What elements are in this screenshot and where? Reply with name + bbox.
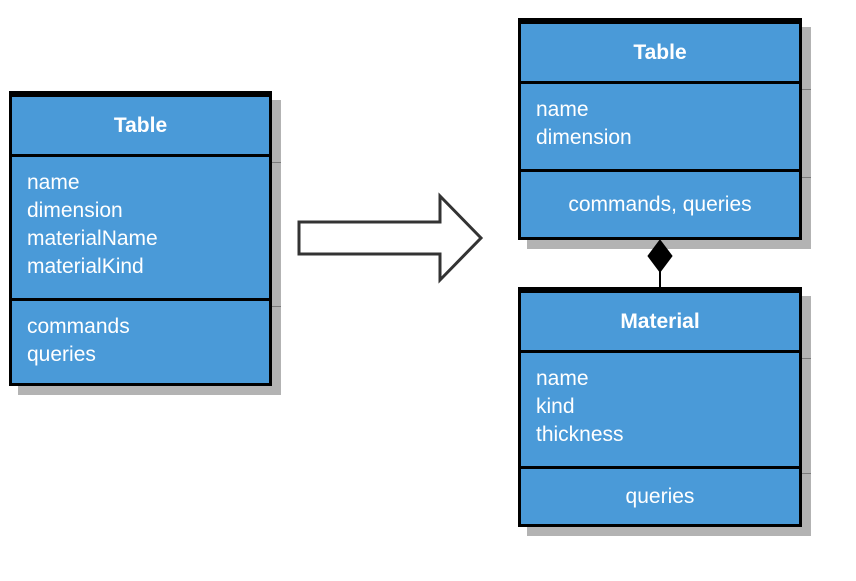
right-table-attributes: name dimension (521, 81, 799, 169)
operation: queries (625, 484, 695, 508)
attribute: dimension (27, 199, 123, 222)
attribute: materialName (27, 227, 158, 250)
side-tick (802, 177, 811, 178)
material-class[interactable]: Material name kind thickness queries (518, 287, 811, 527)
material-operations: queries (521, 466, 799, 524)
right-table-class[interactable]: Table name dimension commands, queries (518, 18, 811, 240)
composition-diamond-icon (647, 239, 673, 273)
side-tick (802, 358, 811, 359)
right-table-name: Table (521, 21, 799, 81)
attribute: name (536, 367, 589, 390)
attribute: name (536, 98, 589, 121)
left-table-attributes: name dimension materialName materialKind (12, 154, 269, 298)
attribute: materialKind (27, 255, 144, 278)
material-attributes: name kind thickness (521, 350, 799, 466)
side-tick (802, 473, 811, 474)
attribute: dimension (536, 126, 632, 149)
attribute: name (27, 171, 80, 194)
left-table-class[interactable]: Table name dimension materialName materi… (9, 91, 281, 386)
operation: queries (27, 343, 96, 366)
attribute: thickness (536, 423, 624, 446)
transform-arrow-icon (297, 192, 484, 284)
attribute: kind (536, 395, 575, 418)
left-table-name: Table (12, 94, 269, 154)
operation: commands, queries (568, 192, 752, 216)
class-title: Table (633, 40, 687, 64)
class-title: Table (113, 113, 168, 137)
right-table-operations: commands, queries (521, 169, 799, 237)
side-tick (272, 306, 281, 307)
side-tick (802, 89, 811, 90)
left-table-operations: commands queries (12, 298, 269, 383)
class-title: Material (620, 309, 700, 333)
material-name: Material (521, 290, 799, 350)
side-tick (272, 162, 281, 163)
operation: commands (27, 315, 130, 338)
